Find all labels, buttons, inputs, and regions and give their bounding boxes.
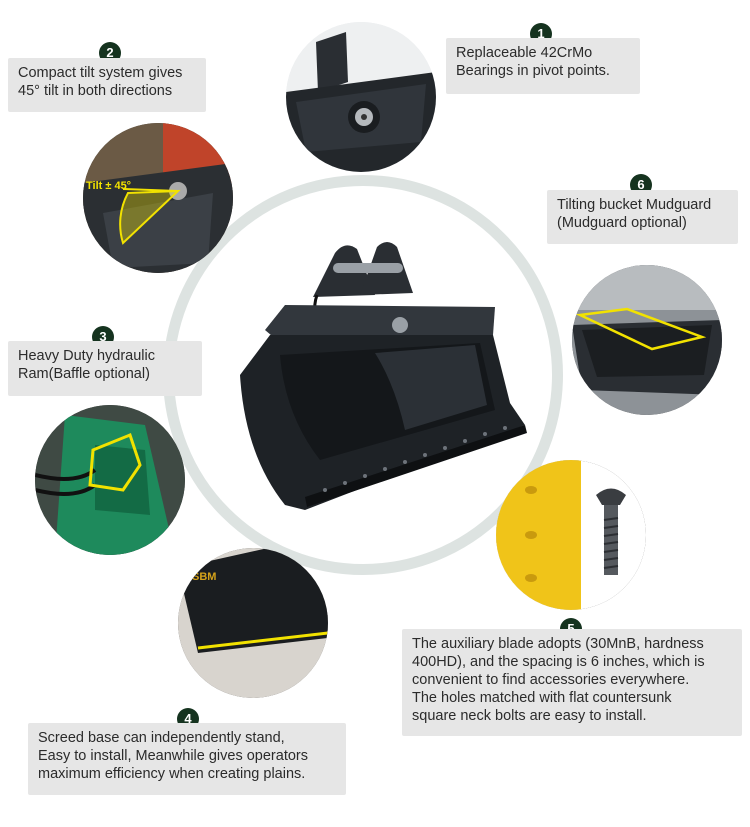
feature-5-line: The auxiliary blade adopts (30MnB, hardn… <box>412 636 704 652</box>
feature-5-line: convenient to find accessories everywher… <box>412 672 690 688</box>
feature-4-line: maximum efficiency when creating plains. <box>38 766 306 782</box>
tilting-bucket-image <box>240 242 527 510</box>
screed-base-photo: SBM <box>178 548 328 698</box>
feature-5-note: The auxiliary blade adopts (30MnB, hardn… <box>402 629 742 736</box>
tilt-system-photo: Tilt ± 45° <box>83 123 233 273</box>
feature-1-line: Replaceable 42CrMo <box>456 45 593 61</box>
feature-3-line: Heavy Duty hydraulic <box>18 348 155 364</box>
tilt-label: Tilt ± 45° <box>86 180 131 192</box>
feature-4-note: Screed base can independently stand, Eas… <box>28 723 346 795</box>
feature-3-note: Heavy Duty hydraulic Ram(Baffle optional… <box>8 341 202 396</box>
bearing-photo <box>286 22 436 172</box>
feature-1-line: Bearings in pivot points. <box>456 63 610 79</box>
feature-5-line: square neck bolts are easy to install. <box>412 708 647 724</box>
feature-1-note: Replaceable 42CrMo Bearings in pivot poi… <box>446 38 640 94</box>
feature-4-line: Easy to install, Meanwhile gives operato… <box>38 748 308 764</box>
blade-bolt-photo <box>496 460 646 610</box>
feature-6-note: Tilting bucket Mudguard (Mudguard option… <box>547 190 738 244</box>
feature-3-line: Ram(Baffle optional) <box>18 366 150 382</box>
feature-2-line: 45° tilt in both directions <box>18 83 173 99</box>
feature-2-note: Compact tilt system gives 45° tilt in bo… <box>8 58 206 112</box>
feature-4-line: Screed base can independently stand, <box>38 730 285 746</box>
brand-label: SBM <box>192 571 216 583</box>
feature-5-line: The holes matched with flat countersunk <box>412 690 672 706</box>
hydraulic-ram-photo <box>35 405 185 555</box>
feature-2-line: Compact tilt system gives <box>18 65 183 81</box>
feature-6-line: (Mudguard optional) <box>557 215 687 231</box>
feature-6-line: Tilting bucket Mudguard <box>557 197 712 213</box>
feature-5-line: 400HD), and the spacing is 6 inches, whi… <box>412 654 705 670</box>
mudguard-photo <box>572 265 722 415</box>
